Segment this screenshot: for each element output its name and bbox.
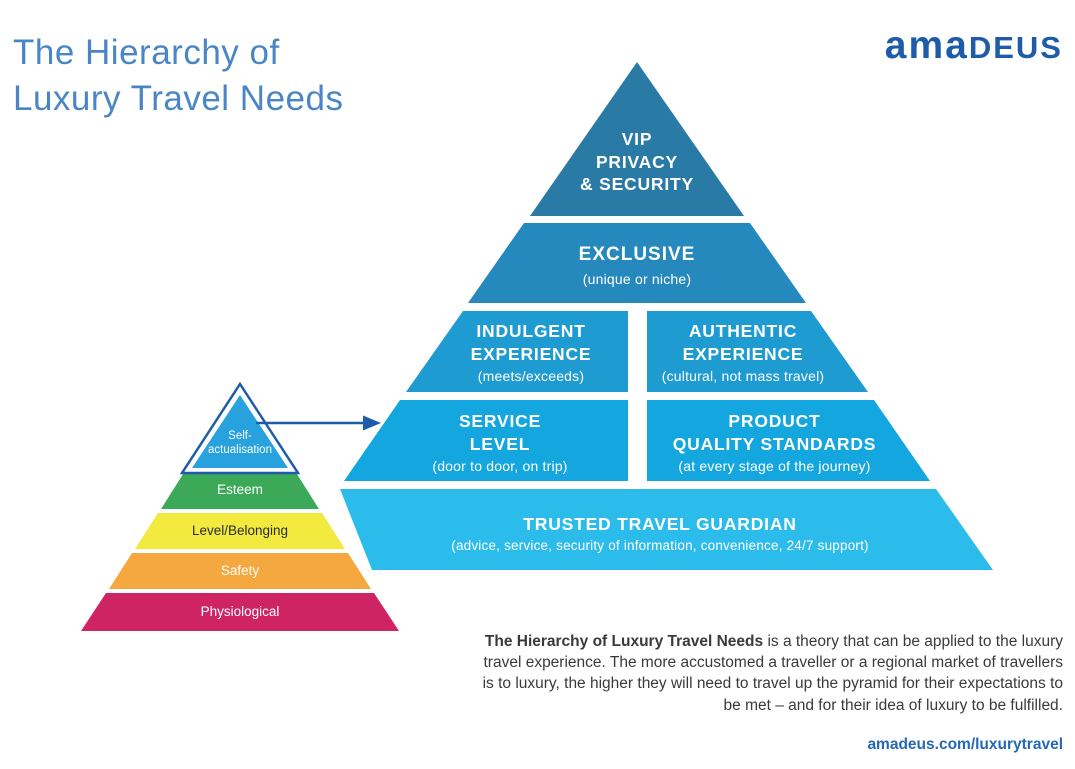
label-exclusive: EXCLUSIVE (unique or niche): [487, 238, 787, 292]
page-title-line1: The Hierarchy of: [13, 33, 280, 72]
label-safety: Safety: [180, 559, 300, 581]
indulgent-line2: EXPERIENCE: [470, 343, 592, 364]
label-service: SERVICE LEVEL (door to door, on trip): [395, 408, 605, 476]
label-guardian: TRUSTED TRAVEL GUARDIAN (advice, service…: [400, 506, 920, 560]
level-vip-shape: [530, 62, 744, 216]
description-bold: The Hierarchy of Luxury Travel Needs: [484, 633, 764, 650]
label-self-actualisation: Self- actualisation: [196, 428, 284, 460]
label-vip: VIP PRIVACY & SECURITY: [512, 120, 762, 204]
level-exclusive-shape: [468, 223, 806, 303]
authentic-subtitle: (cultural, not mass travel): [661, 368, 825, 385]
maslow-belonging-shape: [135, 513, 345, 549]
maslow-safety-shape: [109, 553, 371, 589]
page-title: The Hierarchy of Luxury Travel Needs: [13, 30, 343, 122]
self-actualisation-line2: actualisation: [208, 444, 272, 456]
label-authentic: AUTHENTIC EXPERIENCE (cultural, not mass…: [628, 318, 858, 386]
service-subtitle: (door to door, on trip): [432, 458, 568, 475]
label-indulgent: INDULGENT EXPERIENCE (meets/exceeds): [426, 318, 636, 386]
guardian-subtitle: (advice, service, security of informatio…: [451, 538, 869, 554]
description-rest: is a theory that can be applied to the l…: [482, 633, 1063, 714]
vip-line1: VIP: [621, 128, 653, 149]
label-physiological: Physiological: [170, 600, 310, 622]
indulgent-line1: INDULGENT: [476, 320, 586, 341]
exclusive-title: EXCLUSIVE: [578, 244, 696, 266]
authentic-line2: EXPERIENCE: [682, 343, 804, 364]
authentic-line1: AUTHENTIC: [688, 320, 798, 341]
label-product: PRODUCT QUALITY STANDARDS (at every stag…: [652, 408, 897, 476]
product-line1: PRODUCT: [728, 410, 821, 431]
safety-text: Safety: [220, 562, 260, 578]
product-subtitle: (at every stage of the journey): [678, 458, 871, 475]
label-esteem: Esteem: [180, 478, 300, 500]
level-guardian-shape: [340, 489, 993, 570]
vip-line3: & SECURITY: [580, 174, 694, 195]
belonging-text: Level/Belonging: [191, 522, 289, 538]
page-title-line2: Luxury Travel Needs: [13, 79, 344, 119]
level-product-shape: [647, 400, 930, 481]
amadeus-logo-text-upper: DEUS: [968, 30, 1063, 65]
maslow-esteem-shape: [161, 471, 319, 509]
amadeus-logo: amaDEUS: [885, 24, 1063, 68]
amadeus-luxurytravel-link[interactable]: amadeus.com/luxurytravel: [867, 736, 1063, 753]
service-line1: SERVICE: [458, 410, 542, 431]
amadeus-logo-text-lower: ama: [884, 24, 969, 67]
level-authentic-shape: [647, 311, 868, 392]
exclusive-subtitle: (unique or niche): [582, 270, 692, 287]
vip-line2: PRIVACY: [595, 151, 679, 172]
indulgent-subtitle: (meets/exceeds): [477, 368, 585, 385]
guardian-title: TRUSTED TRAVEL GUARDIAN: [523, 513, 797, 534]
connector-arrow-head: [363, 415, 381, 431]
self-actualisation-line1: Self-: [228, 430, 252, 443]
product-line2: QUALITY STANDARDS: [672, 433, 877, 454]
level-service-shape: [344, 400, 628, 481]
physiological-text: Physiological: [200, 603, 280, 619]
label-belonging: Level/Belonging: [160, 519, 320, 541]
maslow-self-actualisation-shape: [192, 395, 288, 468]
service-line2: LEVEL: [469, 433, 531, 454]
maslow-physiological-shape: [81, 593, 399, 631]
level-indulgent-shape: [406, 311, 628, 392]
esteem-text: Esteem: [217, 481, 263, 497]
description-paragraph: The Hierarchy of Luxury Travel Needs is …: [478, 631, 1063, 716]
